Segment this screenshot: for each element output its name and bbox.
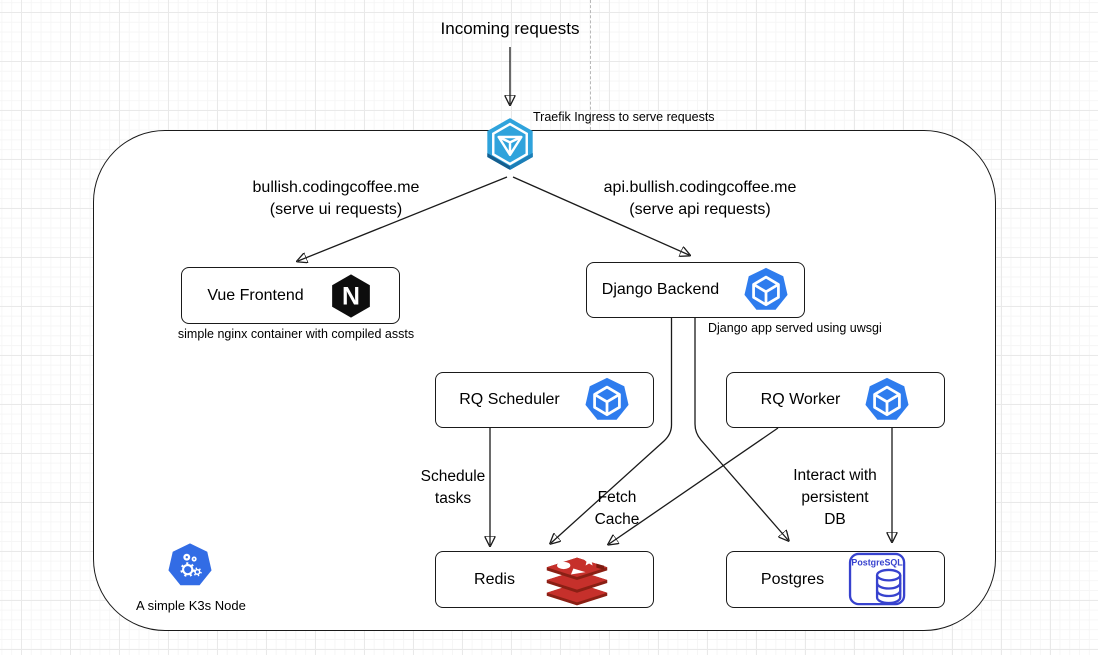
- edge-label-fetch-cache: Fetch Cache: [594, 489, 640, 528]
- pod-icon: [865, 377, 909, 420]
- rq-scheduler-label: RQ Scheduler: [459, 391, 560, 408]
- django-backend-note: Django app served using uwsgi: [708, 321, 882, 335]
- traefik-ingress-icon: [487, 118, 533, 170]
- k3s-node-icon: [168, 543, 212, 586]
- postgresql-icon: PostgreSQL: [848, 552, 906, 605]
- redis-label: Redis: [474, 570, 515, 588]
- node-rq-worker: RQ Worker: [726, 372, 945, 428]
- route-ui-label: bullish.codingcoffee.me (serve ui reques…: [252, 179, 420, 218]
- node-redis: Redis: [435, 551, 654, 608]
- postgresql-icon-text: PostgreSQL: [851, 557, 903, 567]
- postgres-label: Postgres: [760, 570, 825, 588]
- nginx-icon: N: [331, 273, 370, 318]
- node-django-backend: Django Backend: [586, 262, 805, 318]
- pod-icon: [744, 267, 788, 310]
- pod-icon: [585, 377, 629, 420]
- vue-frontend-note: simple nginx container with compiled ass…: [177, 327, 415, 341]
- redis-icon: [546, 554, 608, 605]
- page-boundary-dashed-line: [590, 0, 591, 130]
- svg-text:N: N: [342, 283, 360, 310]
- route-api-label: api.bullish.codingcoffee.me (serve api r…: [603, 179, 797, 218]
- edge-label-schedule-tasks: Schedule tasks: [420, 468, 486, 507]
- node-postgres: Postgres PostgreSQL: [726, 551, 945, 608]
- node-vue-frontend: Vue Frontend N: [181, 267, 400, 324]
- node-rq-scheduler: RQ Scheduler: [435, 372, 654, 428]
- k3s-node-note: A simple K3s Node: [136, 598, 246, 613]
- edge-label-interact-db: Interact with persistent DB: [793, 467, 877, 528]
- ingress-note: Traefik Ingress to serve requests: [533, 110, 715, 124]
- vue-frontend-label: Vue Frontend: [207, 286, 304, 304]
- django-backend-label: Django Backend: [601, 281, 720, 298]
- rq-worker-label: RQ Worker: [760, 391, 841, 408]
- incoming-requests-label: Incoming requests: [440, 19, 580, 38]
